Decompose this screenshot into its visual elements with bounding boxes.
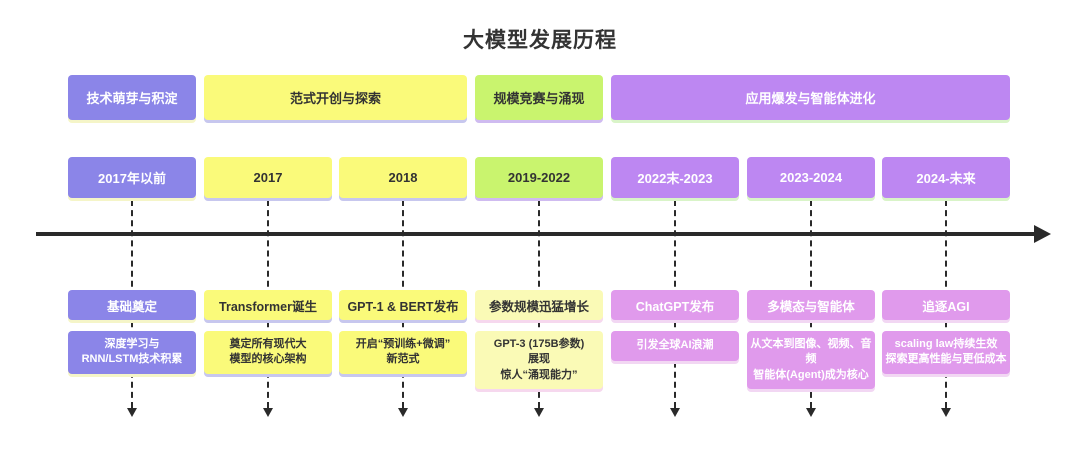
event-desc-box: GPT-3 (175B参数) 展现 惊人“涌现能力” bbox=[475, 331, 603, 390]
period-box: 2024-未来 bbox=[882, 157, 1010, 198]
event-label: 参数规模迅猛增长 bbox=[488, 299, 589, 314]
phase-header-paradigm: 范式开创与探索 bbox=[204, 75, 467, 120]
event-desc-box: 奠定所有现代大 模型的核心架构 bbox=[204, 331, 332, 374]
period-label: 2017年以前 bbox=[98, 171, 166, 186]
down-arrowhead-icon bbox=[127, 408, 137, 417]
desc-label: 奠定所有现代大 模型的核心架构 bbox=[229, 338, 307, 366]
event-label: ChatGPT发布 bbox=[635, 299, 715, 314]
timeline-column-2017: 2017 Transformer诞生 奠定所有现代大 模型的核心架构 bbox=[204, 0, 332, 450]
desc-label: GPT-3 (175B参数) 展现 惊人“涌现能力” bbox=[493, 338, 585, 381]
down-arrowhead-icon bbox=[941, 408, 951, 417]
right-arrowhead-icon bbox=[1034, 225, 1051, 243]
phase-label: 技术萌芽与积淀 bbox=[86, 91, 178, 106]
event-desc-box: scaling law持续生效 探索更高性能与更低成本 bbox=[882, 331, 1010, 374]
timeline-column-2019-2022: 2019-2022 参数规模迅猛增长 GPT-3 (175B参数) 展现 惊人“… bbox=[475, 0, 603, 450]
period-label: 2018 bbox=[388, 170, 418, 185]
event-label: Transformer诞生 bbox=[219, 299, 317, 314]
event-title-box: 基础奠定 bbox=[68, 290, 196, 320]
period-box: 2023-2024 bbox=[747, 157, 875, 198]
desc-label: 从文本到图像、视频、音频 智能体(Agent)成为核心 bbox=[750, 338, 872, 381]
timeline-column-2018: 2018 GPT-1 & BERT发布 开启“预训练+微调” 新范式 bbox=[339, 0, 467, 450]
timeline-column-2024-future: 2024-未来 追逐AGI scaling law持续生效 探索更高性能与更低成… bbox=[882, 0, 1010, 450]
phase-header-scale: 规模竞赛与涌现 bbox=[475, 75, 603, 120]
period-label: 2024-未来 bbox=[916, 171, 976, 186]
timeline-axis bbox=[36, 232, 1038, 236]
event-desc-box: 从文本到图像、视频、音频 智能体(Agent)成为核心 bbox=[747, 331, 875, 390]
period-label: 2017 bbox=[253, 170, 283, 185]
page-title: 大模型发展历程 bbox=[463, 29, 617, 52]
event-label: 追逐AGI bbox=[922, 299, 970, 314]
down-arrowhead-icon bbox=[806, 408, 816, 417]
event-title-box: ChatGPT发布 bbox=[611, 290, 739, 320]
down-arrowhead-icon bbox=[263, 408, 273, 417]
timeline-column-2022-2023: 2022末-2023 ChatGPT发布 引发全球AI浪潮 bbox=[611, 0, 739, 450]
event-label: 多模态与智能体 bbox=[767, 299, 855, 314]
event-desc-box: 开启“预训练+微调” 新范式 bbox=[339, 331, 467, 374]
down-arrowhead-icon bbox=[670, 408, 680, 417]
period-box: 2017 bbox=[204, 157, 332, 198]
down-arrowhead-icon bbox=[534, 408, 544, 417]
period-box: 2022末-2023 bbox=[611, 157, 739, 198]
period-box: 2019-2022 bbox=[475, 157, 603, 198]
timeline-column-2023-2024: 2023-2024 多模态与智能体 从文本到图像、视频、音频 智能体(Agent… bbox=[747, 0, 875, 450]
event-label: GPT-1 & BERT发布 bbox=[347, 299, 459, 314]
timeline-column-pre2017: 2017年以前 基础奠定 深度学习与 RNN/LSTM技术积累 bbox=[68, 0, 196, 450]
event-label: 基础奠定 bbox=[106, 299, 157, 314]
phase-label: 应用爆发与智能体进化 bbox=[745, 91, 876, 106]
event-desc-box: 深度学习与 RNN/LSTM技术积累 bbox=[68, 331, 196, 374]
desc-label: 开启“预训练+微调” 新范式 bbox=[355, 338, 451, 366]
event-title-box: Transformer诞生 bbox=[204, 290, 332, 320]
period-box: 2018 bbox=[339, 157, 467, 198]
phase-label: 规模竞赛与涌现 bbox=[493, 91, 585, 106]
phase-label: 范式开创与探索 bbox=[289, 91, 381, 106]
event-title-box: 多模态与智能体 bbox=[747, 290, 875, 320]
period-box: 2017年以前 bbox=[68, 157, 196, 198]
desc-label: scaling law持续生效 探索更高性能与更低成本 bbox=[885, 338, 1007, 366]
period-label: 2023-2024 bbox=[779, 170, 843, 185]
event-title-box: 追逐AGI bbox=[882, 290, 1010, 320]
event-title-box: GPT-1 & BERT发布 bbox=[339, 290, 467, 320]
event-desc-box: 引发全球AI浪潮 bbox=[611, 331, 739, 361]
period-label: 2022末-2023 bbox=[637, 171, 713, 186]
event-title-box: 参数规模迅猛增长 bbox=[475, 290, 603, 320]
phase-header-application: 应用爆发与智能体进化 bbox=[611, 75, 1010, 120]
period-label: 2019-2022 bbox=[507, 170, 571, 185]
desc-label: 引发全球AI浪潮 bbox=[636, 339, 714, 352]
down-arrowhead-icon bbox=[398, 408, 408, 417]
desc-label: 深度学习与 RNN/LSTM技术积累 bbox=[81, 338, 183, 366]
phase-header-germination: 技术萌芽与积淀 bbox=[68, 75, 196, 120]
